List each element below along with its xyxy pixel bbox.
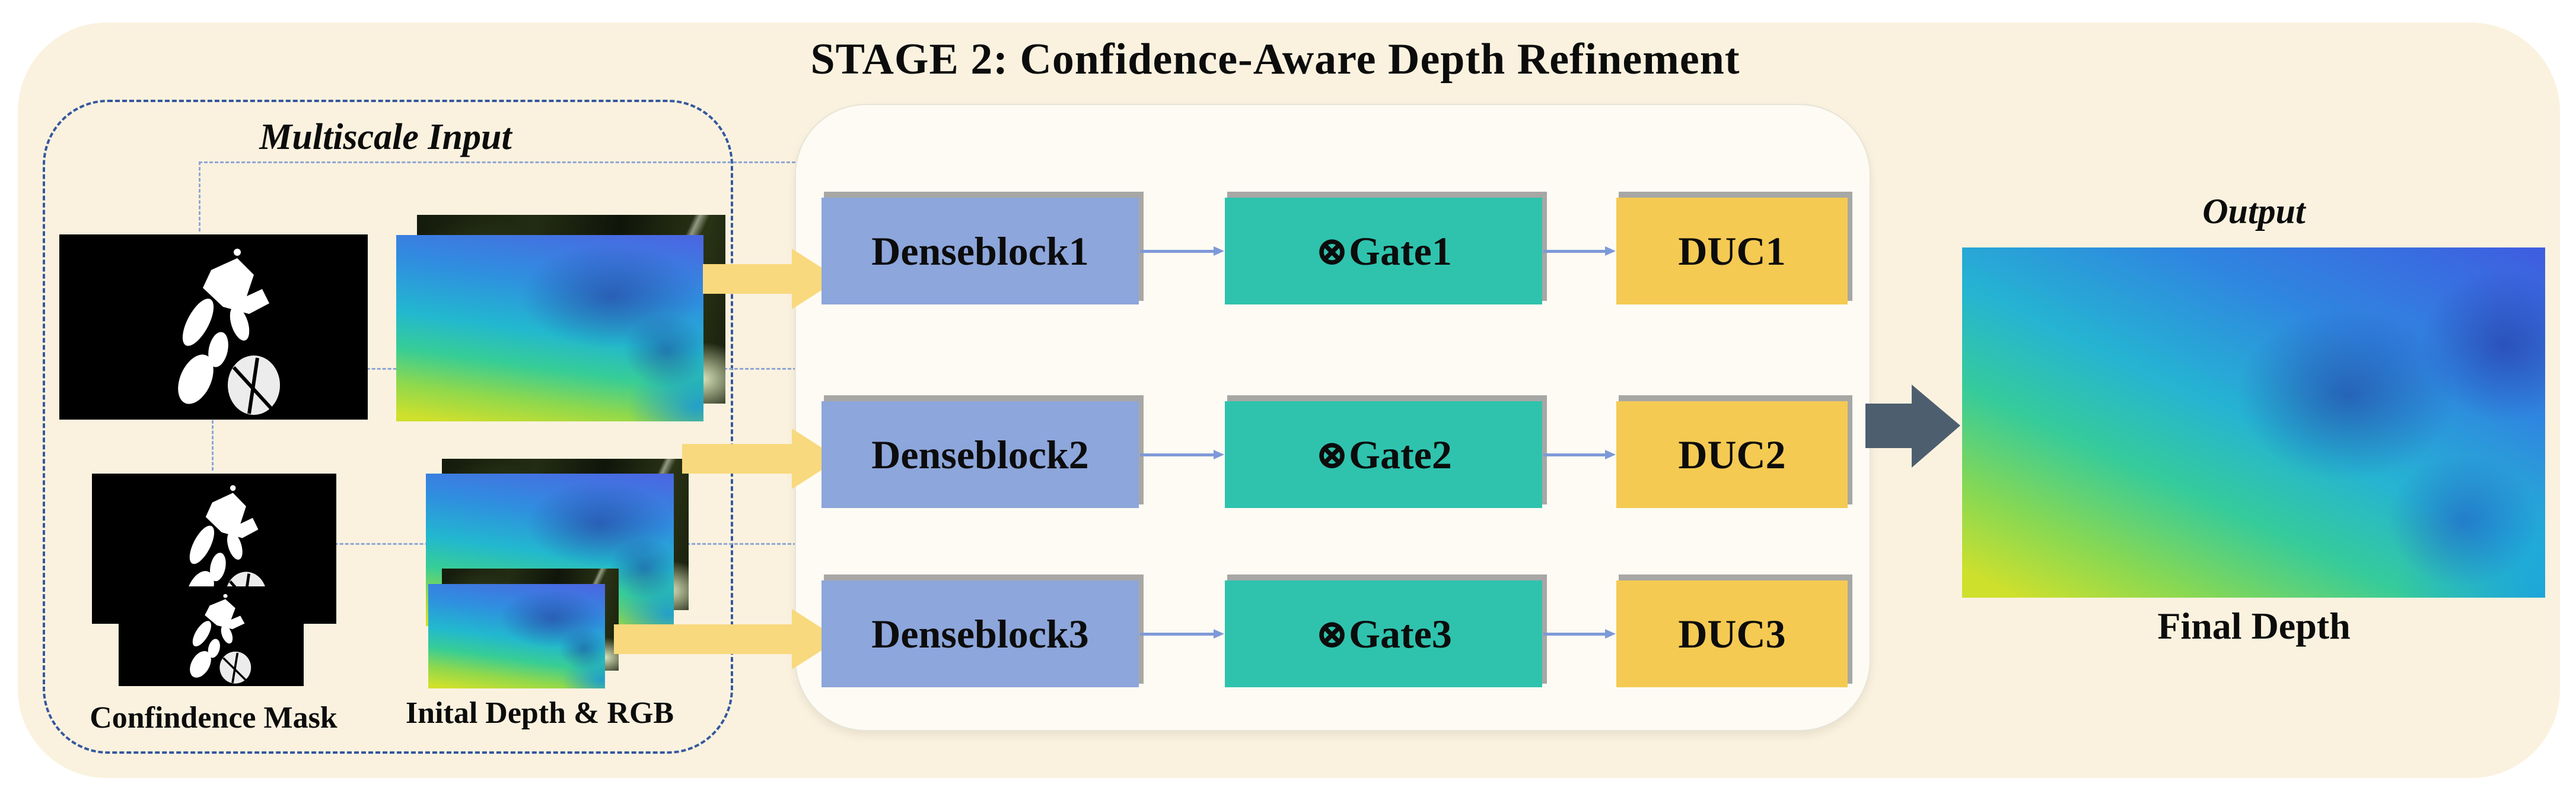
depth-image-3 <box>428 584 605 688</box>
depth-image-1 <box>396 235 703 421</box>
final-depth-image <box>1962 247 2545 598</box>
skip-connection-stub-1 <box>199 161 200 231</box>
duc3-label: DUC3 <box>1678 611 1786 656</box>
confidence-mask-image-1 <box>59 234 368 420</box>
flow-arrow-icon-db1-gate1 <box>1140 246 1224 256</box>
merge-arrow-icon <box>1865 380 1960 472</box>
multiscale-input-box <box>43 100 733 754</box>
gate3-box: ⊗Gate3 <box>1225 580 1542 687</box>
input-arrow-icon-3 <box>614 607 839 672</box>
final-depth-caption: Final Depth <box>2157 605 2351 647</box>
duc2-label: DUC2 <box>1678 431 1786 477</box>
flow-arrow-icon-gate1-duc1 <box>1543 246 1616 256</box>
caption-confidence-mask: Confindence Mask <box>90 701 337 735</box>
denseblock3-box: Denseblock3 <box>821 580 1139 687</box>
gate3-label: ⊗Gate3 <box>1315 611 1452 656</box>
input-arrow-icon-1 <box>703 246 839 312</box>
flow-arrow-icon-db3-gate3 <box>1140 629 1224 639</box>
confidence-mask-image-3 <box>119 586 304 686</box>
skip-connection-line-1 <box>199 161 1383 163</box>
caption-initial-depth-rgb: Inital Depth & RGB <box>405 696 674 730</box>
denseblock1-label: Denseblock1 <box>871 228 1089 274</box>
denseblock3-label: Denseblock3 <box>871 611 1089 656</box>
figure-title: STAGE 2: Confidence-Aware Depth Refineme… <box>810 35 1740 84</box>
duc1-box: DUC1 <box>1616 198 1848 304</box>
duc1-label: DUC1 <box>1678 228 1786 274</box>
denseblock2-box: Denseblock2 <box>821 401 1139 508</box>
flow-arrow-icon-gate3-duc3 <box>1543 629 1616 639</box>
gate2-box: ⊗Gate2 <box>1225 401 1542 508</box>
gate2-label: ⊗Gate2 <box>1315 432 1452 477</box>
duc3-box: DUC3 <box>1616 580 1848 687</box>
duc2-box: DUC2 <box>1616 401 1848 508</box>
flow-arrow-icon-gate2-duc2 <box>1543 450 1616 459</box>
gate1-label: ⊗Gate1 <box>1315 228 1452 274</box>
output-label: Output <box>2202 192 2306 231</box>
multiscale-input-label: Multiscale Input <box>259 117 512 157</box>
denseblock2-label: Denseblock2 <box>871 431 1089 477</box>
denseblock1-box: Denseblock1 <box>821 198 1139 304</box>
input-arrow-icon-2 <box>682 426 839 491</box>
gate1-box: ⊗Gate1 <box>1225 198 1542 304</box>
flow-arrow-icon-db2-gate2 <box>1140 450 1224 459</box>
